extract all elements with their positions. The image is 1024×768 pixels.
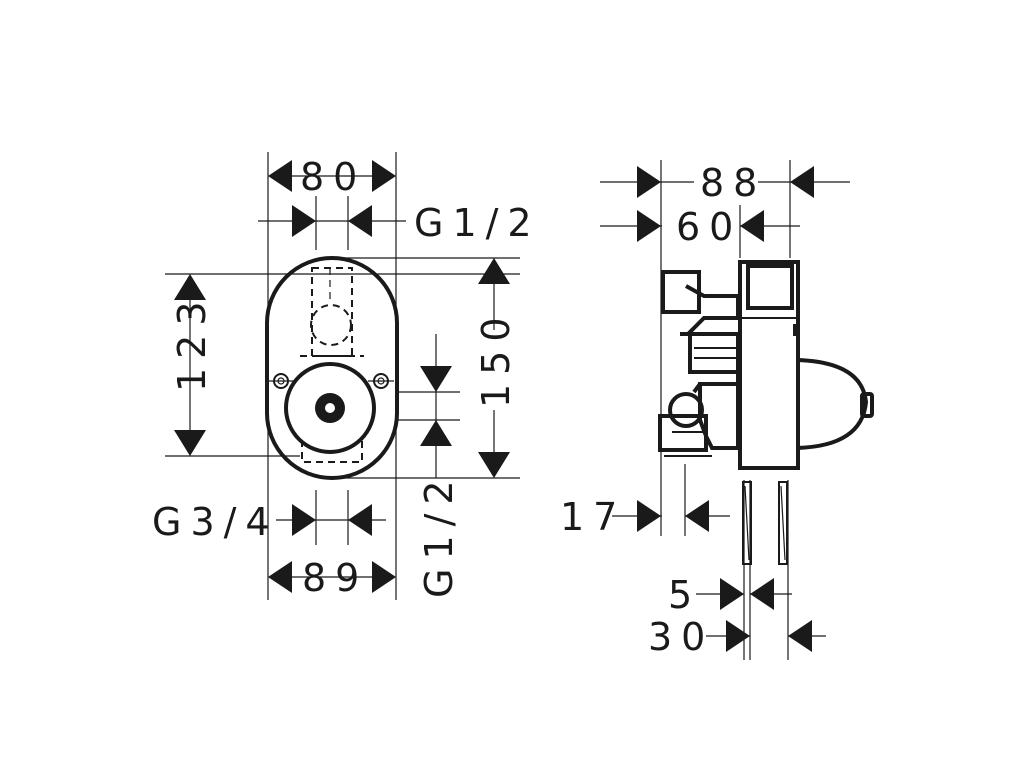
mid-body: [688, 332, 740, 374]
arrow-g12-side-top: [420, 366, 452, 392]
dim-g34-label: G3/4: [152, 500, 279, 544]
dim-89-label: 89: [302, 556, 368, 600]
front-view: 80 G1/2 123 150 G1/2 G3/4 89: [152, 152, 541, 600]
dim-80-label: 80: [300, 155, 366, 199]
arrow-30-left: [726, 620, 750, 652]
arrow-89-left: [268, 561, 292, 593]
dome-cap-tip: [860, 392, 874, 418]
arrow-88-right: [790, 166, 814, 198]
dim-88-label: 88: [700, 161, 766, 205]
housing-clip: [793, 324, 799, 336]
dim-17-label: 17: [560, 495, 626, 539]
side-outlet: [658, 414, 708, 452]
bottom-pin-left-hatch: [744, 485, 750, 561]
arrow-60-right: [740, 210, 764, 242]
arrow-g34-right: [348, 504, 372, 536]
upper-bore: [310, 304, 352, 346]
arrow-g12-side-bottom: [420, 420, 452, 446]
dim-150-label-bg: [478, 330, 512, 410]
arrow-g12-top-left: [292, 205, 316, 237]
arrow-150-bottom: [478, 452, 510, 478]
arrow-80-right: [372, 160, 396, 192]
dim-123-label: 123: [170, 292, 214, 392]
mount-screw-left: [268, 373, 294, 389]
side-view: 88 60: [560, 160, 874, 660]
dim-g12-side-label: G1/2: [417, 471, 461, 598]
arrow-89-right: [372, 561, 396, 593]
arrow-30-right: [788, 620, 812, 652]
arrow-g34-left: [292, 504, 316, 536]
mount-screw-right: [368, 373, 394, 389]
lower-channel: [301, 440, 363, 463]
arrow-17-right: [685, 500, 709, 532]
upper-channel: [311, 267, 353, 357]
bottom-pin-right: [778, 481, 788, 565]
side-outlet-knob: [668, 392, 704, 428]
housing-top-block: [746, 264, 794, 310]
arrow-5-right: [750, 578, 774, 610]
arrow-17-left: [637, 500, 661, 532]
arrow-123-top: [174, 274, 206, 300]
arrow-150-top: [478, 258, 510, 284]
bottom-pin-right-hatch: [780, 485, 786, 561]
bottom-pin-left: [742, 481, 752, 565]
dim-5-label: 5: [668, 573, 701, 617]
dim-30-label: 30: [648, 615, 714, 659]
dim-150-label: 150: [474, 308, 518, 408]
arrow-5-left: [720, 578, 744, 610]
housing-outline: [265, 256, 399, 480]
dome-cap: [796, 358, 869, 450]
dim-g12-top-label: G1/2: [414, 201, 541, 245]
arrow-80-left: [268, 160, 292, 192]
arrow-123-bottom: [174, 430, 206, 456]
arrow-g12-top-right: [348, 205, 372, 237]
arrow-88-left: [637, 166, 661, 198]
valve-spindle-center: [325, 403, 335, 413]
dim-60-label: 60: [676, 205, 742, 249]
valve-disc: [284, 362, 376, 454]
arrow-60-left: [637, 210, 661, 242]
